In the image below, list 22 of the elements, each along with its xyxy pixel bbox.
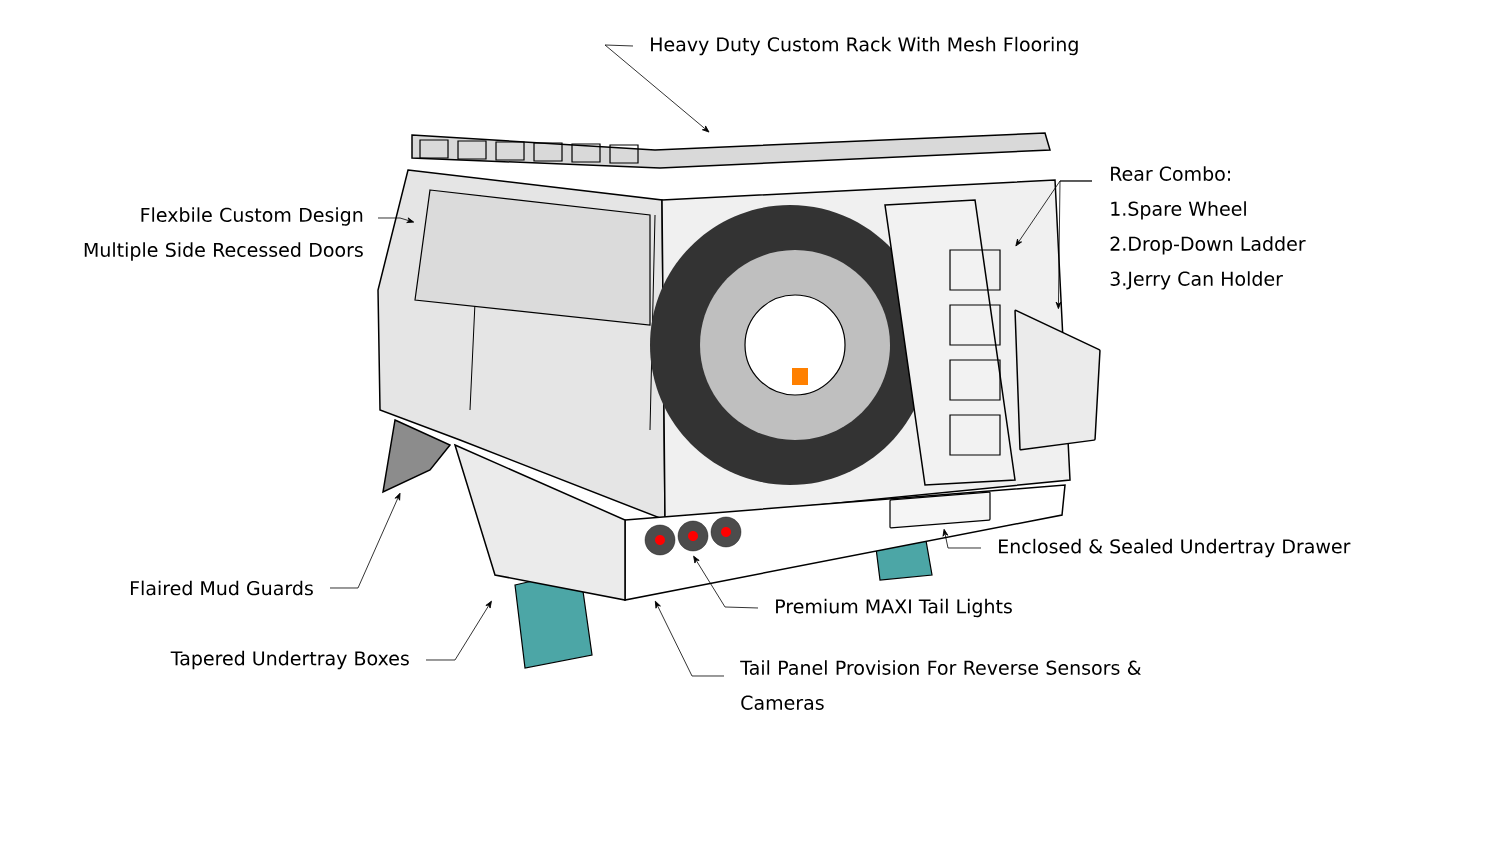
roof-rack [411, 132, 1051, 169]
tail-light-cluster [644, 516, 742, 556]
leader-line [425, 600, 492, 661]
leader-line [942, 528, 982, 549]
leader-line [604, 44, 710, 133]
leader-line [693, 555, 759, 609]
ladder [884, 199, 1016, 486]
side-door [414, 189, 651, 326]
callout-label: Premium MAXI Tail Lights [776, 598, 1012, 618]
leader-line [377, 217, 415, 223]
callout-label: Tail Panel Provision For Reverse Sensors & Cameras [740, 660, 1141, 710]
callout-label: Heavy Duty Custom Rack With Mesh Flooring [651, 36, 1078, 56]
callout-label: Enclosed & Sealed Undertray Drawer [999, 538, 1351, 558]
leader-line [329, 492, 401, 589]
callout-label: Tapered Undertray Boxes [170, 650, 409, 670]
callout-label: Rear Combo: 1.Spare Wheel 2.Drop-Down Ladder 3.Jerry Can Holder [1110, 166, 1306, 290]
leader-line [1055, 180, 1093, 310]
leader-line [654, 600, 725, 677]
callout-label: Flexbile Custom Design Multiple Side Recessed Doors [84, 207, 363, 261]
undertray-drawer [889, 491, 991, 529]
callout-label: Flaired Mud Guards [131, 580, 313, 596]
jerry-can-holder [1014, 309, 1101, 451]
